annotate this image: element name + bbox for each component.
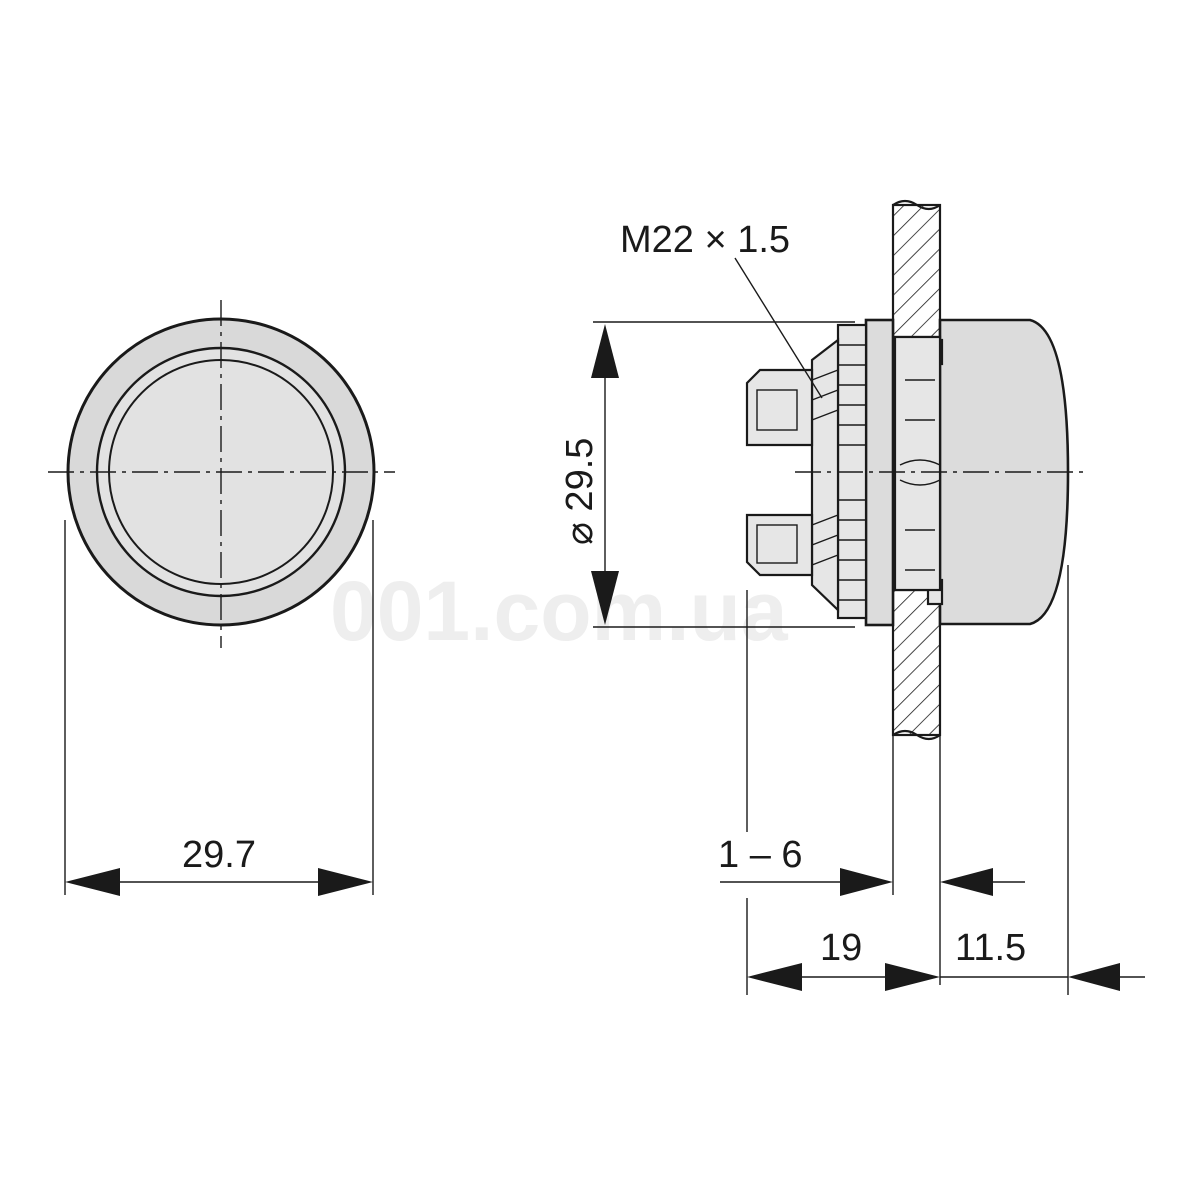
arrow-right	[885, 963, 940, 991]
panel-thickness-label: 1 – 6	[718, 834, 803, 876]
side-view	[745, 199, 1085, 741]
arrow-down	[591, 571, 619, 625]
thread-callout: M22 × 1.5	[620, 219, 823, 399]
arrow-left	[940, 868, 993, 896]
rear-depth-dimension: 19	[746, 590, 940, 995]
arrow-left	[747, 963, 802, 991]
front-height-label: 11.5	[955, 927, 1026, 969]
arrow-right	[318, 868, 373, 896]
mounting-panel-upper	[891, 203, 942, 339]
watermark: 001.com.ua	[330, 564, 789, 658]
rear-depth-label: 19	[820, 927, 862, 969]
body-diameter-label: ⌀ 29.5	[559, 438, 601, 545]
front-view	[48, 300, 395, 648]
front-diameter-label: 29.7	[182, 834, 256, 876]
arrow-up	[591, 324, 619, 378]
connector-lower	[745, 513, 814, 577]
thread-label: M22 × 1.5	[620, 219, 790, 261]
body-diameter-dimension: ⌀ 29.5	[559, 321, 855, 628]
thread-section	[810, 337, 840, 613]
mounting-panel-lower	[891, 588, 942, 737]
connector-upper	[745, 368, 814, 447]
arrow-left	[1068, 963, 1120, 991]
arrow-right	[840, 868, 893, 896]
front-width-dimension: 29.7	[64, 520, 374, 896]
front-height-dimension: 11.5	[940, 565, 1145, 995]
arrow-left	[65, 868, 120, 896]
panel-thickness-dimension: 1 – 6	[718, 735, 1025, 985]
